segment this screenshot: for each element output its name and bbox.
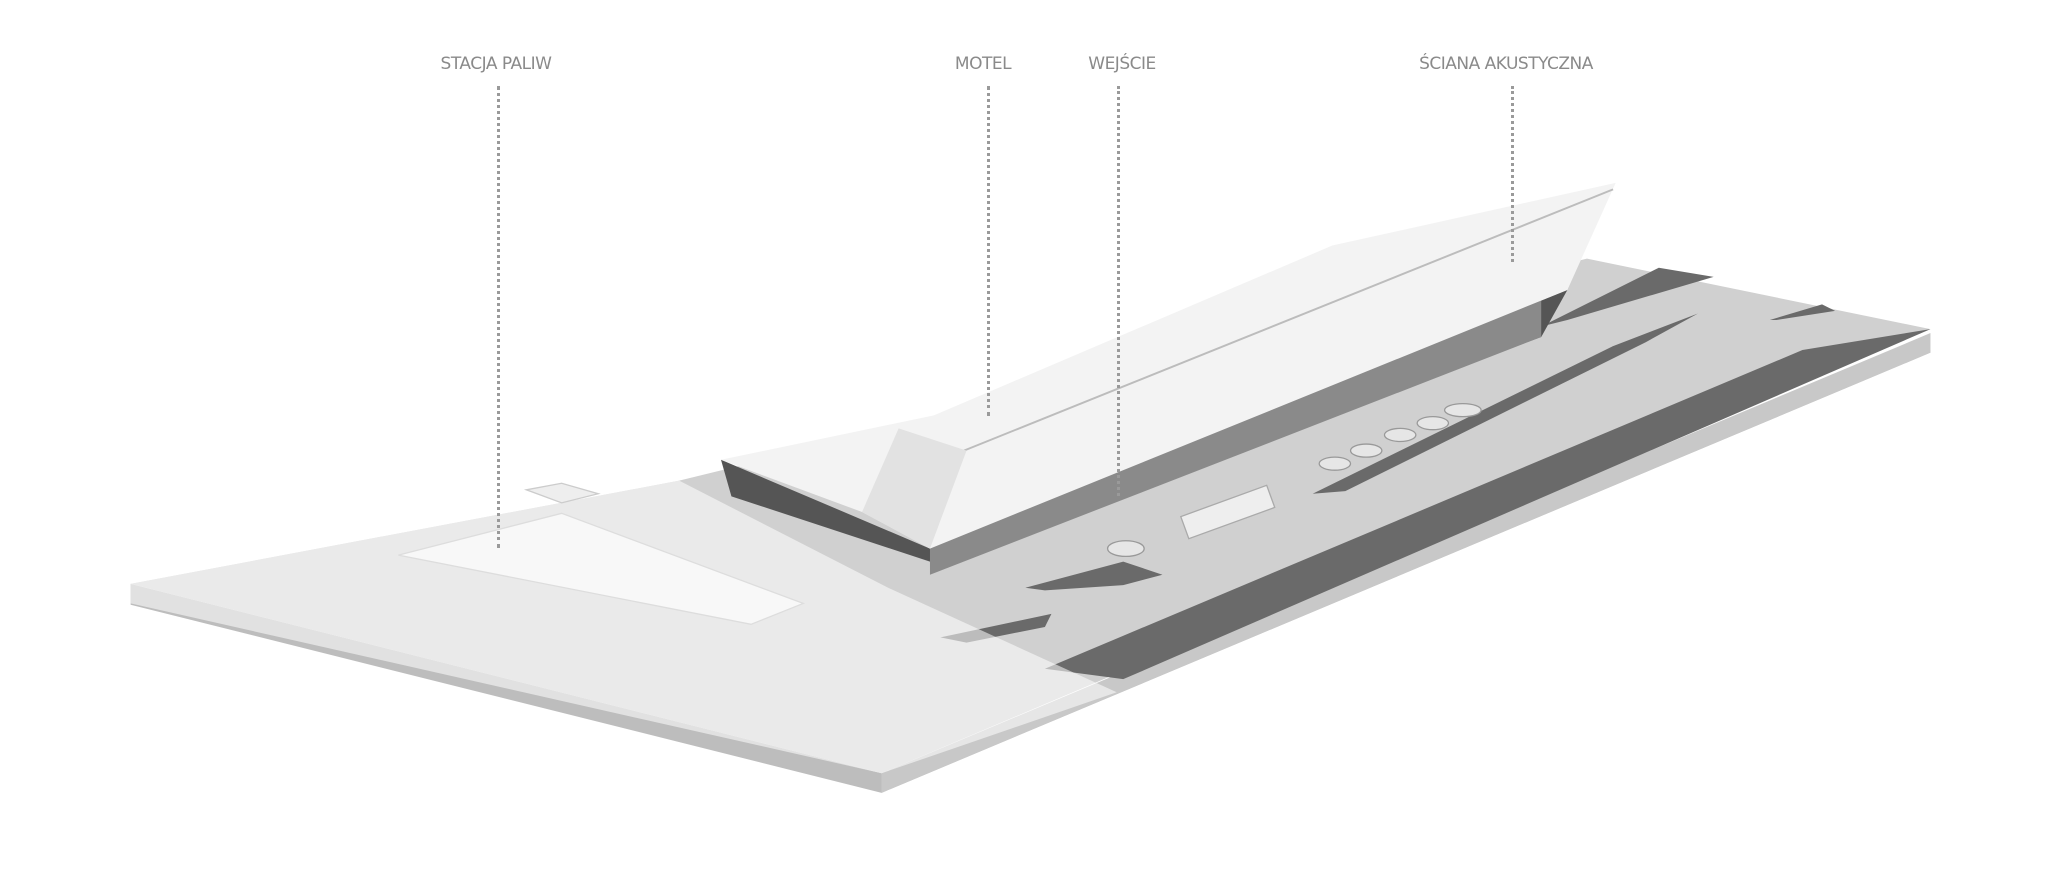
leader-motel <box>987 86 990 416</box>
label-motel: MOTEL <box>954 54 1012 74</box>
leader-acoustic-wall <box>1511 86 1514 262</box>
slab-right-side-face <box>881 333 1931 793</box>
leader-fuel-station <box>497 86 500 548</box>
road-curb-front <box>1025 561 1163 591</box>
parked-cars <box>1106 402 1482 558</box>
road-main <box>1044 329 1931 680</box>
road-lane <box>1312 313 1698 494</box>
fuel-station-overlay <box>130 480 1117 774</box>
fuel-station-building <box>523 482 601 504</box>
bus <box>1179 484 1276 540</box>
motel-end-wall <box>862 428 967 549</box>
motel-glazing <box>929 300 1542 575</box>
label-fuel-station: STACJA PALIW <box>440 54 552 74</box>
roof-ridge <box>963 188 1614 452</box>
road-right <box>1769 304 1836 320</box>
label-entrance: WEJŚCIE <box>1088 54 1156 74</box>
label-acoustic-wall: ŚCIANA AKUSTYCZNA <box>1419 54 1593 74</box>
road-top <box>1541 267 1714 327</box>
leader-entrance <box>1117 86 1120 496</box>
